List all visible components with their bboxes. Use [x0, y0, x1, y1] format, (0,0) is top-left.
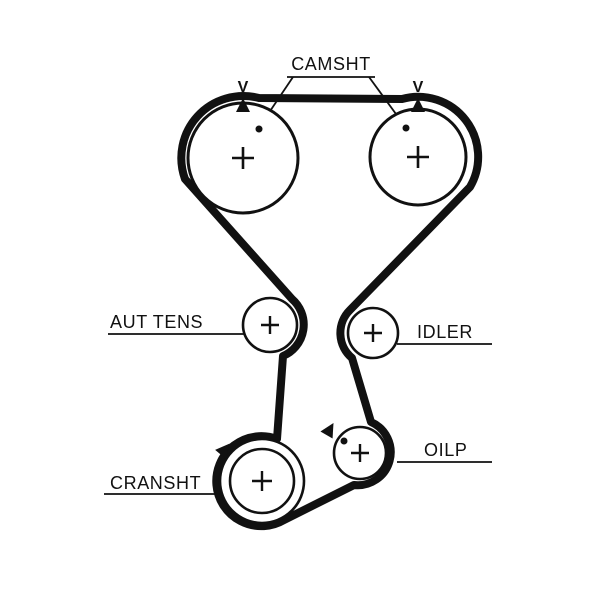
crankshaft-label: CRANSHT: [110, 473, 201, 493]
timing-dot-oil-pump: [340, 437, 348, 445]
timing-v-mark-right: V: [413, 79, 424, 96]
idler-label: IDLER: [417, 322, 473, 342]
oil-pump-label: OILP: [424, 440, 467, 460]
tensioner-label: AUT TENS: [110, 312, 203, 332]
plus-icon-tensioner: [261, 316, 279, 334]
camshaft-label: CAMSHT: [291, 54, 371, 74]
plus-icon-crankshaft: [252, 471, 272, 491]
plus-icon-camshaft-left: [232, 147, 254, 169]
plus-icon-oil-pump: [351, 444, 369, 462]
timing-triangle-icon-crankshaft: [215, 443, 230, 459]
plus-icon-camshaft-right: [407, 146, 429, 168]
timing-triangle-icon-oil-pump: [320, 422, 334, 439]
timing-triangle-icon-left-cam: [236, 98, 250, 112]
timing-dot-camshaft-right: [402, 124, 410, 132]
timing-triangle-icon-right-cam: [411, 98, 425, 112]
timing-dot-camshaft-left: [255, 125, 263, 133]
timing-v-mark-left: V: [238, 79, 249, 96]
plus-icon-idler: [364, 324, 382, 342]
timing-belt-path: [177, 92, 483, 531]
